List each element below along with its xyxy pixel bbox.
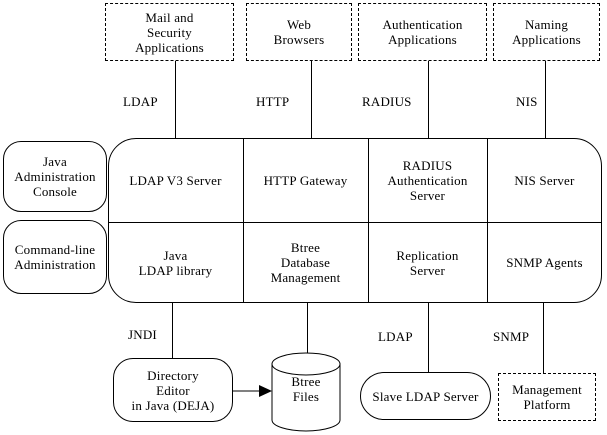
connector-ldap-bottom — [428, 303, 429, 372]
nis-server-label: NIS Server — [514, 172, 575, 188]
management-platform-box: Management Platform — [498, 373, 596, 421]
grid-cell-replication-server: Replication Server — [368, 222, 487, 303]
java-admin-console-label: Java Administration Console — [14, 154, 96, 199]
grid-cell-http-gateway: HTTP Gateway — [243, 138, 368, 222]
directory-editor-deja-label: Directory Editor in Java (DEJA) — [131, 367, 215, 413]
connector-btree-files — [307, 303, 308, 353]
connector-http — [311, 61, 312, 138]
protocol-label-jndi: JNDI — [128, 327, 157, 342]
app-box-naming: Naming Applications — [493, 3, 600, 61]
grid-cell-nis-server: NIS Server — [487, 138, 602, 222]
grid-divider-vertical-3 — [487, 139, 488, 302]
right-arrow-icon — [233, 385, 272, 397]
protocol-label-ldap: LDAP — [123, 94, 158, 109]
grid-cell-radius-auth-server: RADIUS Authentication Server — [368, 138, 487, 222]
connector-radius — [428, 61, 429, 138]
grid-cell-snmp-agents: SNMP Agents — [487, 222, 602, 303]
connector-jndi — [172, 303, 173, 358]
directory-editor-deja-box: Directory Editor in Java (DEJA) — [113, 358, 233, 422]
slave-ldap-server-box: Slave LDAP Server — [360, 372, 491, 420]
connector-snmp — [543, 303, 544, 373]
protocol-label-snmp: SNMP — [493, 329, 530, 344]
java-ldap-library-label: Java LDAP library — [138, 247, 213, 278]
protocol-label-ldap-bottom: LDAP — [378, 329, 413, 344]
app-box-web-browsers-label: Web Browsers — [273, 17, 325, 47]
replication-server-label: Replication Server — [396, 247, 459, 278]
http-gateway-label: HTTP Gateway — [263, 172, 348, 188]
protocol-label-nis: NIS — [516, 94, 538, 109]
management-platform-label: Management Platform — [512, 382, 582, 412]
connector-ldap-top — [175, 61, 176, 138]
grid-divider-vertical-1 — [243, 139, 244, 302]
ldap-v3-server-label: LDAP V3 Server — [129, 172, 222, 188]
connector-nis — [545, 61, 546, 138]
app-box-web-browsers: Web Browsers — [246, 3, 352, 61]
command-line-admin-box: Command-line Administration — [3, 220, 107, 294]
btree-files-label: Btree Files — [291, 374, 321, 404]
grid-cell-ldap-v3-server: LDAP V3 Server — [108, 138, 243, 222]
app-box-authentication-label: Authentication Applications — [382, 17, 463, 47]
btree-db-management-label: Btree Database Management — [270, 240, 341, 285]
java-admin-console-box: Java Administration Console — [3, 141, 107, 212]
grid-divider-horizontal — [109, 222, 601, 223]
app-box-authentication: Authentication Applications — [358, 3, 487, 61]
slave-ldap-server-label: Slave LDAP Server — [372, 388, 479, 404]
snmp-agents-label: SNMP Agents — [506, 255, 583, 270]
app-box-mail-security: Mail and Security Applications — [105, 3, 234, 61]
app-box-mail-security-label: Mail and Security Applications — [135, 9, 204, 55]
command-line-admin-label: Command-line Administration — [14, 242, 96, 272]
grid-cell-btree-db-management: Btree Database Management — [243, 222, 368, 303]
grid-cell-java-ldap-library: Java LDAP library — [108, 222, 243, 303]
btree-files-label-wrap: Btree Files — [272, 369, 340, 409]
server-grid-box — [108, 138, 602, 303]
app-box-naming-label: Naming Applications — [512, 17, 581, 47]
protocol-label-http: HTTP — [256, 94, 290, 109]
protocol-label-radius: RADIUS — [362, 94, 412, 109]
radius-auth-server-label: RADIUS Authentication Server — [387, 157, 468, 203]
btree-files-cylinder-icon — [271, 352, 341, 432]
grid-divider-vertical-2 — [368, 139, 369, 302]
